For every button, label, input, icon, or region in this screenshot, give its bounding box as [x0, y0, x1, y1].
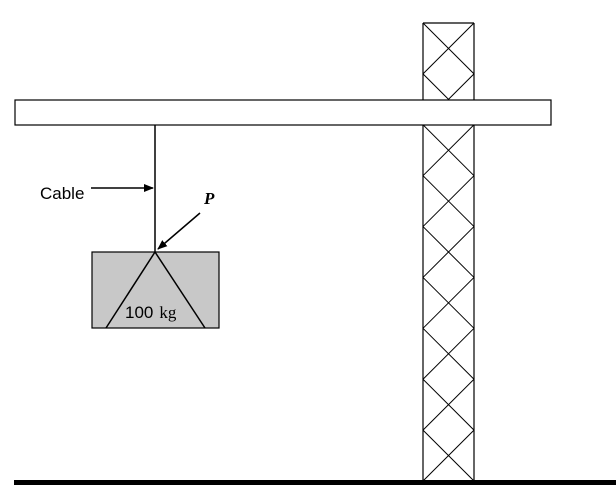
sling-right	[154, 251, 206, 329]
mass-block: 100 kg	[91, 251, 220, 329]
tower-brace	[422, 175, 475, 227]
lattice-tower	[422, 22, 475, 482]
tower-brace	[422, 378, 475, 431]
tower-brace	[422, 277, 475, 329]
tower-lattice-bracing	[422, 22, 475, 482]
tower-brace	[422, 429, 475, 482]
tower-brace	[422, 124, 475, 177]
ground-line	[14, 480, 616, 485]
force-arrow	[157, 212, 201, 250]
tower-brace	[422, 226, 475, 278]
force-label: P	[203, 189, 215, 208]
tower-brace	[422, 22, 475, 75]
crane-boom	[14, 99, 552, 126]
cable-label: Cable	[40, 184, 84, 203]
mass-value: 100	[125, 303, 153, 322]
mass-label: 100 kg	[125, 303, 177, 322]
mass-unit: kg	[159, 303, 177, 322]
block-body	[91, 251, 220, 329]
tower-brace	[422, 327, 475, 380]
sling-left	[105, 251, 156, 329]
